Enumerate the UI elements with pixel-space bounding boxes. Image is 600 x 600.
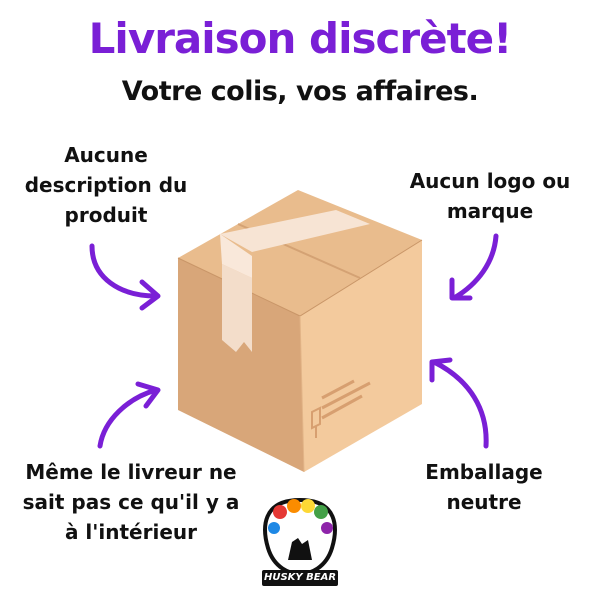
callout-no-description-line-1: Aucune <box>64 143 148 167</box>
page-title: Livraison discrète! <box>88 14 513 63</box>
handling-symbol-icon <box>311 379 371 438</box>
cardboard-box-icon <box>177 190 423 473</box>
callout-courier-line-2: sait pas ce qu'il y a <box>22 490 240 514</box>
callout-neutral-packaging: Emballage neutre <box>386 457 582 517</box>
brand-name: HUSKY BEAR <box>263 572 337 583</box>
callout-no-description-line-2: description du <box>24 173 188 197</box>
callout-courier-line-3: à l'intérieur <box>64 520 198 544</box>
arrow-to-box-bottom-right-icon <box>429 357 489 449</box>
callout-courier: Même le livreur ne sait pas ce qu'il y a… <box>6 457 256 547</box>
callout-neutral-line-2: neutre <box>446 490 522 514</box>
callout-no-logo: Aucun logo ou marque <box>390 166 590 226</box>
arrow-to-box-top-left-icon <box>89 243 161 311</box>
callout-neutral-line-1: Emballage <box>425 460 543 484</box>
callout-no-description-line-3: produit <box>64 203 148 227</box>
rainbow-paw-icon <box>262 497 338 586</box>
page-subtitle: Votre colis, vos affaires. <box>121 76 479 107</box>
arrow-to-box-bottom-left-icon <box>97 381 161 449</box>
callout-courier-line-1: Même le livreur ne <box>25 460 237 484</box>
callout-no-logo-line-2: marque <box>446 199 534 223</box>
callout-no-logo-line-1: Aucun logo ou <box>409 169 571 193</box>
arrow-to-box-top-right-icon <box>449 233 499 301</box>
callout-no-description: Aucune description du produit <box>6 140 206 230</box>
